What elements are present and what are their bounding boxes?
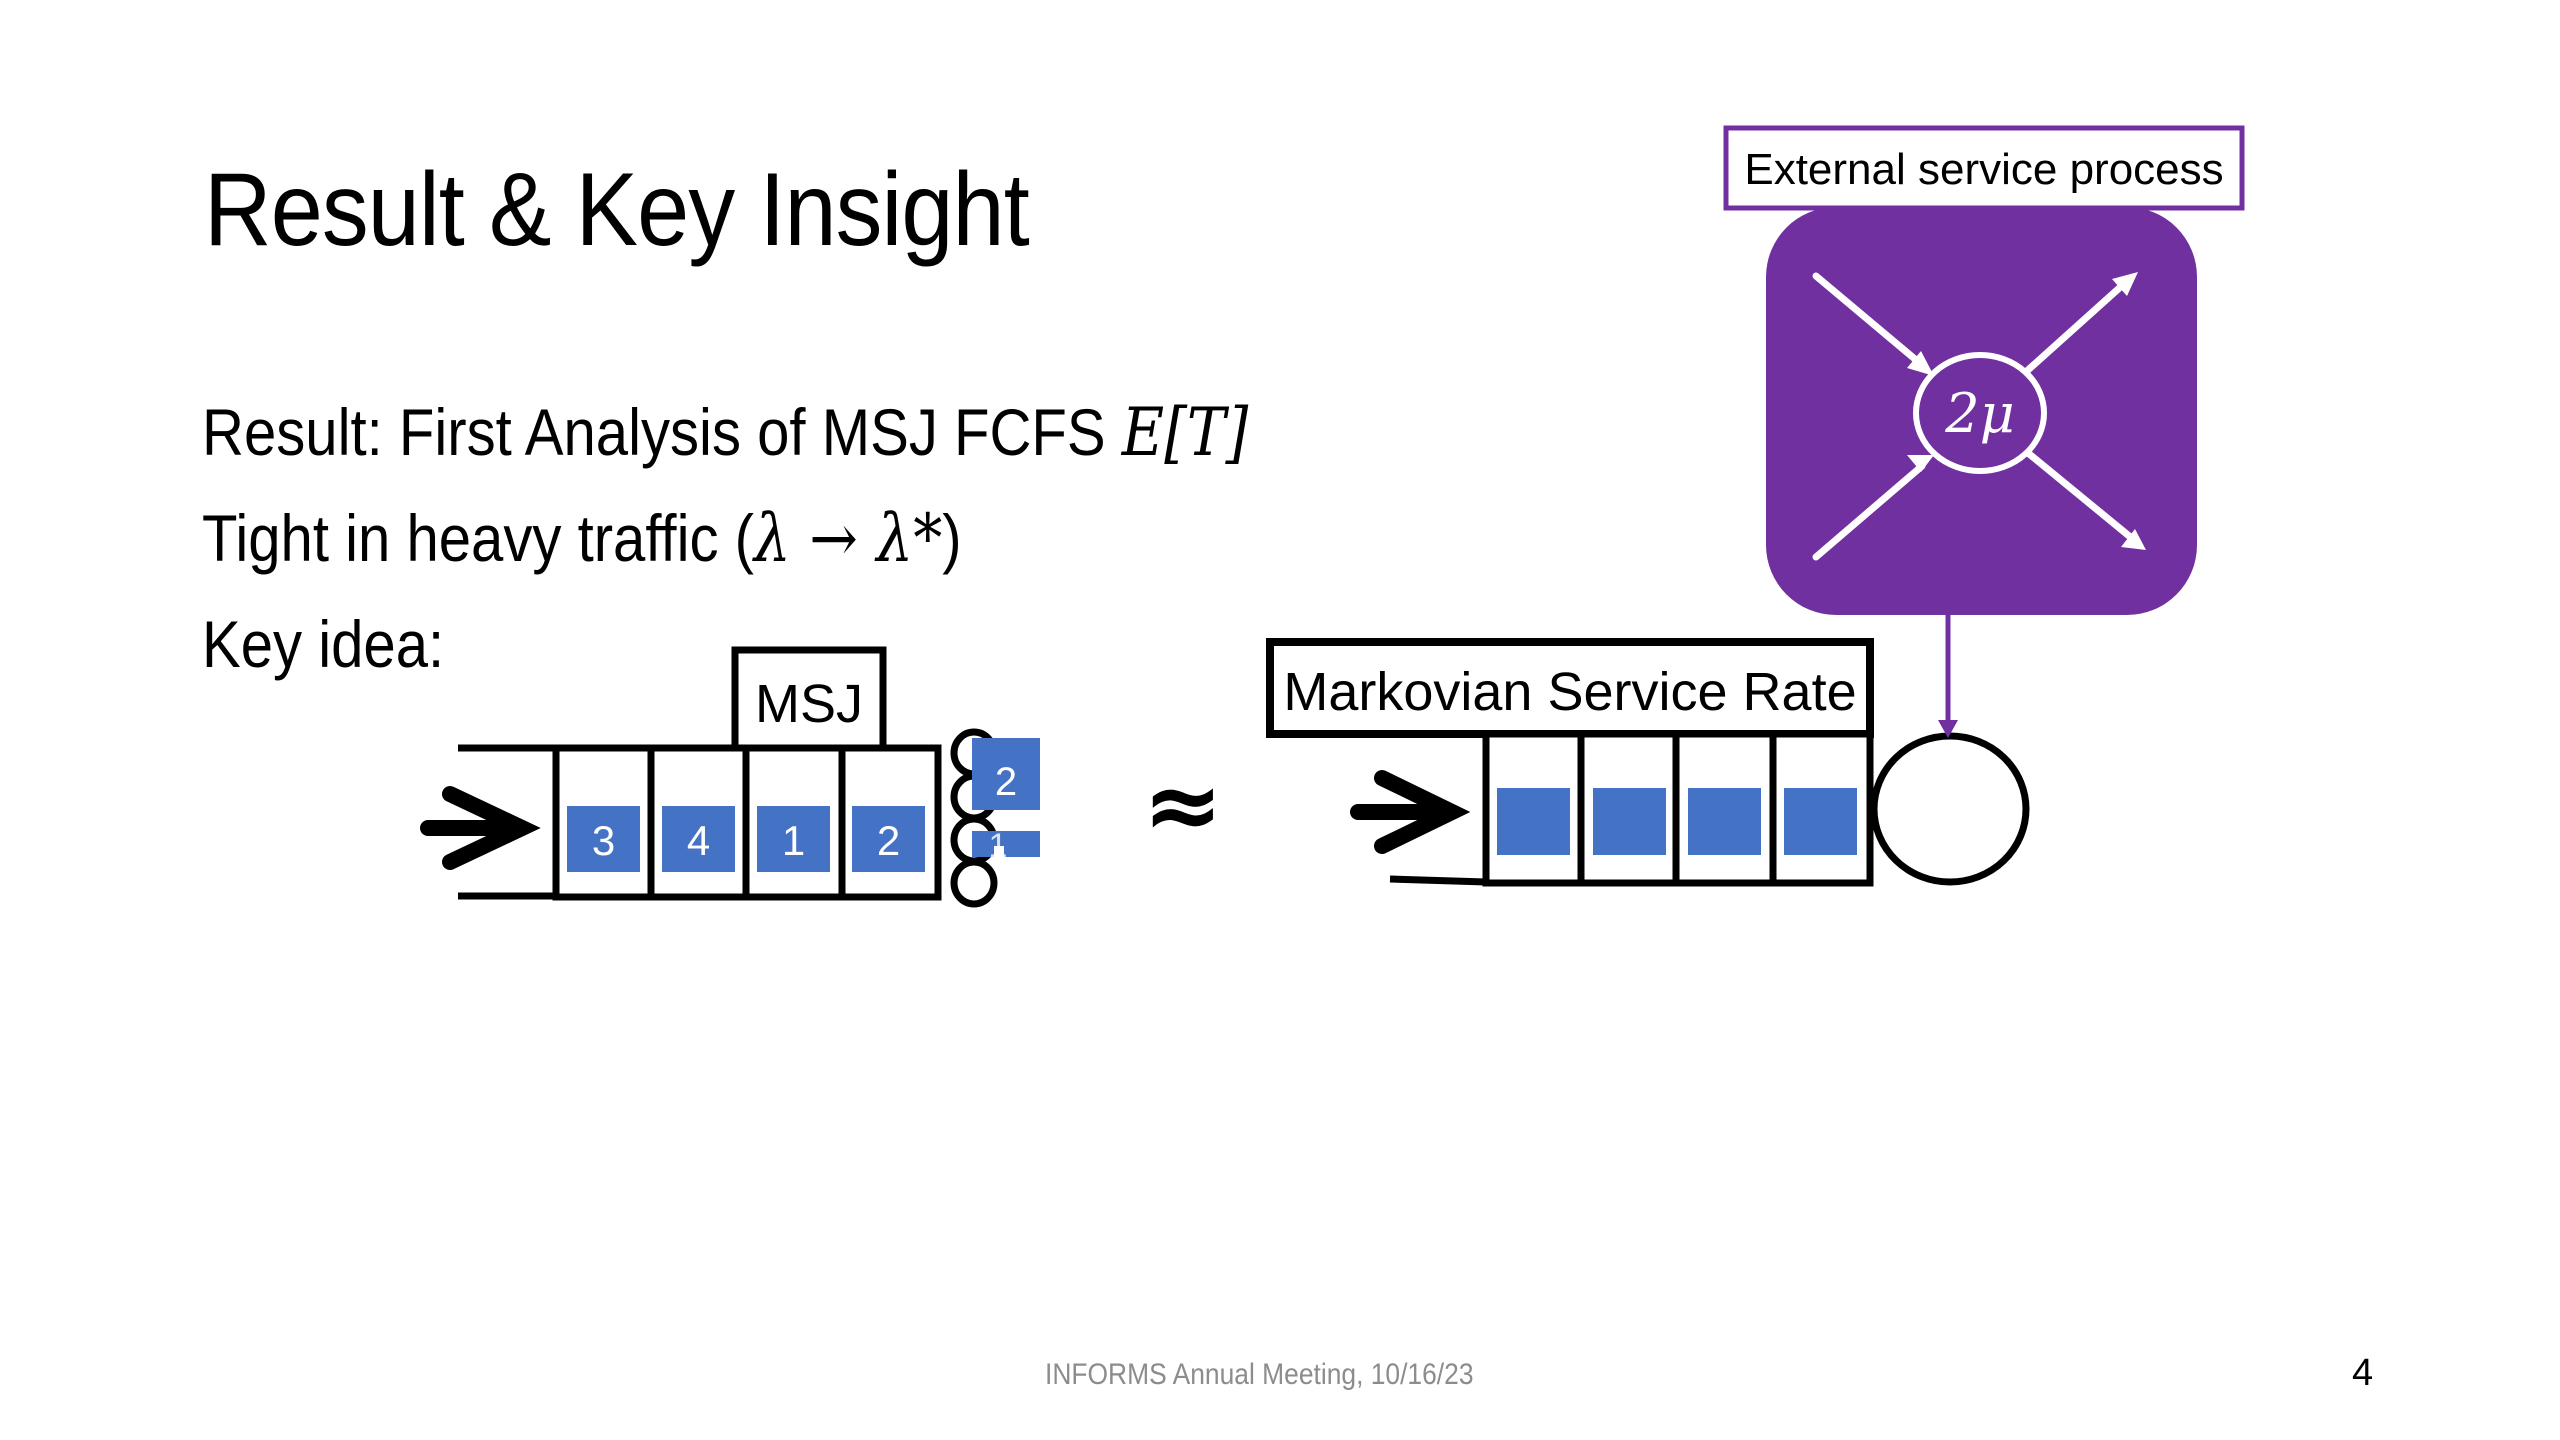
in-service-job-2-label: 2: [995, 760, 1017, 804]
service-rate-arrowhead-icon: [1938, 720, 1958, 738]
incoming-arrow-icon: [1812, 272, 1926, 369]
msj-queued-job: [852, 806, 925, 872]
in-service-job-1-label: 1: [989, 827, 1008, 865]
slide-title: Result & Key Insight: [204, 152, 1030, 268]
msj-queued-job-label: 1: [782, 817, 805, 864]
markovian-system: Markovian Service Rate: [1266, 615, 2030, 887]
msj-arrival-arrow-icon: [420, 786, 541, 870]
heavy-traffic-line: Tight in heavy traffic (λ → λ*): [202, 498, 962, 579]
external-process-label: External service process: [1744, 145, 2223, 194]
msj-label-box: [731, 646, 887, 752]
result-line-text: Result: First Analysis of MSJ FCFS: [202, 395, 1122, 469]
key-idea-line: Key idea:: [202, 607, 445, 681]
incoming-arrow-icon: [1812, 462, 1926, 561]
msj-queued-job-label: 3: [592, 817, 615, 864]
markovian-server-circle: [1870, 732, 2030, 886]
external-service-process: External service process 2μ: [1723, 125, 2245, 615]
msj-queued-job: [567, 806, 640, 872]
msj-label: MSJ: [755, 674, 863, 734]
approx-symbol: ≈: [1143, 749, 1223, 861]
outgoing-arrow-icon: [2024, 449, 2138, 544]
markovian-bottom-rail: [1389, 875, 1487, 886]
result-line: Result: First Analysis of MSJ FCFS E[T]: [202, 392, 1248, 473]
markovian-arrival-arrow-icon: [1350, 770, 1471, 854]
markovian-label-box: [1266, 638, 1874, 738]
incoming-arrowhead-icon: [1907, 351, 1934, 376]
outgoing-arrow-icon: [2024, 278, 2130, 374]
markovian-queued-job: [1593, 788, 1666, 855]
in-service-job-1: [972, 831, 1040, 857]
markovian-queued-job: [1688, 788, 1761, 855]
result-line-math: E[T]: [1121, 394, 1249, 471]
msj-system: MSJ 3 4 1 2 2 1: [420, 646, 1040, 908]
incoming-arrowhead-icon: [1907, 455, 1934, 472]
footer-text: INFORMS Annual Meeting, 10/16/23: [1045, 1358, 1474, 1391]
rate-circle: [1913, 352, 2047, 474]
msj-server-circle: [950, 858, 998, 908]
markovian-queued-job: [1784, 788, 1857, 855]
msj-queued-job-label: 4: [687, 817, 710, 864]
heavy-traffic-line-text: Tight in heavy traffic (: [202, 501, 754, 575]
heavy-traffic-line-suffix: ): [942, 501, 962, 575]
msj-queued-job: [757, 806, 830, 872]
page-number: 4: [2352, 1352, 2374, 1394]
heavy-traffic-line-math: λ → λ*: [753, 500, 943, 577]
in-service-job-2: [972, 738, 1040, 810]
outgoing-arrowhead-icon: [2121, 529, 2146, 550]
rate-label: 2μ: [1944, 382, 2014, 445]
external-process-label-box: [1723, 125, 2245, 211]
outgoing-arrowhead-icon: [2112, 272, 2138, 296]
msj-queued-job: [662, 806, 735, 872]
msj-queued-job-label: 2: [877, 817, 900, 864]
markovian-queued-job: [1497, 788, 1570, 855]
markovian-label: Markovian Service Rate: [1283, 662, 1856, 722]
in-service-job-1-gap: [994, 846, 1004, 857]
